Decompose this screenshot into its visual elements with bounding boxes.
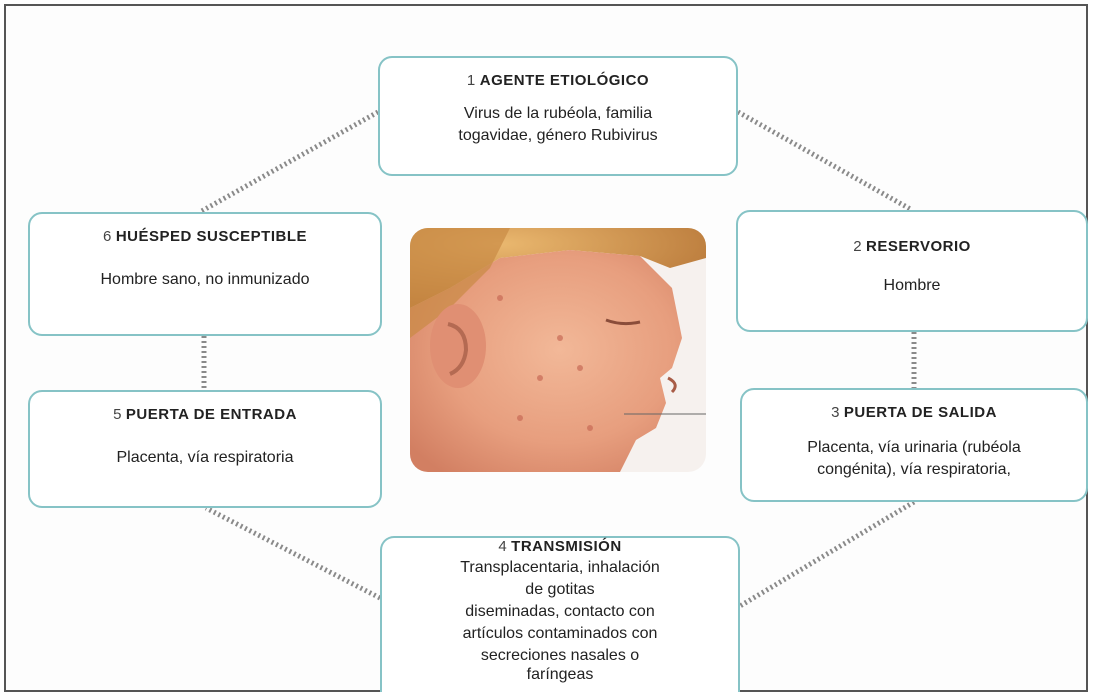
node-title: 3PUERTA DE SALIDA [742, 404, 1086, 421]
link-agente-huesped [200, 112, 378, 212]
node-title-text: PUERTA DE SALIDA [844, 404, 997, 421]
child-face-image [410, 228, 706, 472]
node-puerta-de-entrada: 5PUERTA DE ENTRADA Placenta, vía respira… [28, 390, 382, 508]
node-line: Transplacentaria, inhalación [392, 557, 728, 579]
link-transmision-entrada [206, 508, 380, 598]
node-title: 1AGENTE ETIOLÓGICO [380, 72, 736, 89]
node-huesped-susceptible: 6HUÉSPED SUSCEPTIBLE Hombre sano, no inm… [28, 212, 382, 336]
node-number: 3 [831, 404, 840, 421]
node-body: Placenta, vía urinaria (rubéola congénit… [742, 437, 1086, 481]
node-title-text: PUERTA DE ENTRADA [126, 406, 297, 423]
node-number: 6 [103, 228, 112, 245]
node-line: Virus de la rubéola, familia [390, 103, 726, 125]
node-puerta-de-salida: 3PUERTA DE SALIDA Placenta, vía urinaria… [740, 388, 1088, 502]
node-line: artículos contaminados con [392, 623, 728, 645]
node-line: Hombre sano, no inmunizado [40, 269, 370, 291]
node-line: diseminadas, contacto con [392, 601, 728, 623]
node-transmision: 4TRANSMISIÓN Transplacentaria, inhalació… [380, 536, 740, 692]
node-body: Transplacentaria, inhalación de gotitas … [382, 557, 738, 683]
node-number: 1 [467, 72, 476, 89]
node-number: 2 [853, 238, 862, 255]
node-body: Hombre [738, 275, 1086, 297]
node-line: Placenta, vía respiratoria [40, 447, 370, 469]
node-line: congénita), vía respiratoria, [752, 459, 1076, 481]
node-body: Virus de la rubéola, familia togavidae, … [380, 103, 736, 147]
node-title: 2RESERVORIO [738, 238, 1086, 255]
node-title-text: HUÉSPED SUSCEPTIBLE [116, 228, 307, 245]
node-body: Hombre sano, no inmunizado [30, 269, 380, 291]
node-number: 5 [113, 406, 122, 423]
node-title-text: TRANSMISIÓN [511, 538, 622, 555]
node-line: Placenta, vía urinaria (rubéola [752, 437, 1076, 459]
link-salida-transmision [740, 502, 914, 606]
node-number: 4 [498, 538, 507, 555]
node-title-text: RESERVORIO [866, 238, 971, 255]
node-line: togavidae, género Rubivirus [390, 125, 726, 147]
node-title: 4TRANSMISIÓN [382, 538, 738, 555]
node-agente-etiologico: 1AGENTE ETIOLÓGICO Virus de la rubéola, … [378, 56, 738, 176]
node-line: secreciones nasales o [392, 645, 728, 667]
node-reservorio: 2RESERVORIO Hombre [736, 210, 1088, 332]
node-title: 6HUÉSPED SUSCEPTIBLE [30, 228, 380, 245]
link-agente-reservorio [738, 112, 912, 210]
child-rash-illustration [410, 228, 706, 472]
node-line: Hombre [748, 275, 1076, 297]
node-title-text: AGENTE ETIOLÓGICO [480, 72, 649, 89]
node-line: de gotitas [392, 579, 728, 601]
node-line: faríngeas [392, 667, 728, 683]
node-body: Placenta, vía respiratoria [30, 447, 380, 469]
node-title: 5PUERTA DE ENTRADA [30, 406, 380, 423]
